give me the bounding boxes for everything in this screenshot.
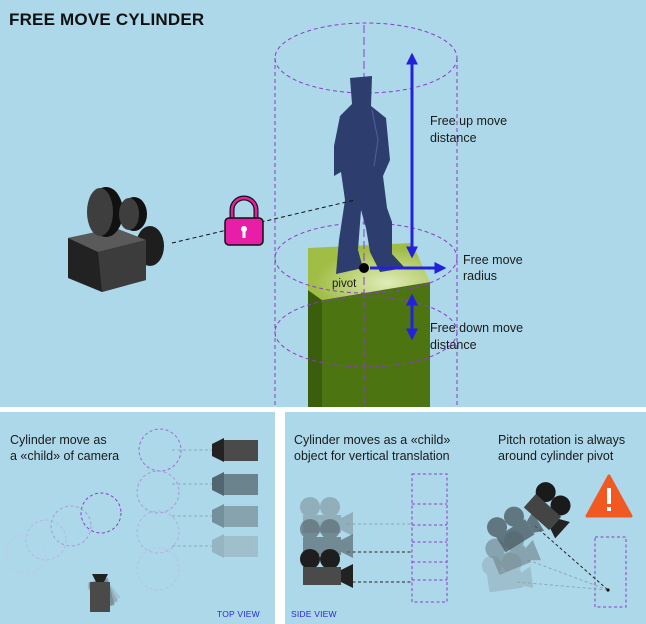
side-view-cylinder [411, 473, 627, 608]
side-view-caption-line1: Cylinder moves as a «child» [294, 433, 451, 447]
pitch-caption-line2: around cylinder pivot [498, 449, 614, 463]
lock-icon [224, 195, 264, 246]
side-view-caption-line2: object for vertical translation [294, 449, 450, 463]
warning-icon [585, 474, 633, 518]
side-view-guides [347, 523, 609, 591]
side-view-panel: Cylinder moves as a «child» object for v… [285, 412, 646, 624]
side-view-cameras [300, 482, 571, 593]
radius-label-line2: radius [463, 269, 498, 283]
main-diagram-graphic [68, 22, 458, 407]
top-view-guides [172, 449, 212, 547]
top-view-graphic [5, 428, 258, 612]
top-view-caption-line2: a «child» of camera [10, 449, 120, 463]
top-view-cylinders [5, 428, 182, 591]
page-title: FREE MOVE CYLINDER [9, 10, 205, 29]
side-pivot-point [606, 588, 610, 592]
character-silhouette [334, 76, 405, 274]
up-move-label-line1: Free up move [430, 114, 508, 128]
down-move-label-line2: distance [430, 338, 477, 352]
top-view-panel: Cylinder move as a «child» of camera TOP… [0, 412, 275, 624]
top-view-caption-line1: Cylinder move as [10, 433, 107, 447]
top-view-label: TOP VIEW [217, 609, 260, 619]
up-move-label-line2: distance [430, 131, 477, 145]
pivot-point [359, 263, 369, 273]
main-diagram-panel: FREE MOVE CYLINDER Free up move distance… [0, 0, 646, 407]
side-view-label: SIDE VIEW [291, 609, 337, 619]
side-view-graphic [300, 473, 633, 608]
radius-label-line1: Free move [463, 253, 523, 267]
pitch-caption-line1: Pitch rotation is always [498, 433, 626, 447]
down-move-label-line1: Free down move [430, 321, 524, 335]
film-camera-icon [68, 187, 164, 292]
pivot-label: pivot [332, 278, 357, 290]
arrows [370, 52, 447, 341]
top-view-cameras [87, 438, 258, 612]
